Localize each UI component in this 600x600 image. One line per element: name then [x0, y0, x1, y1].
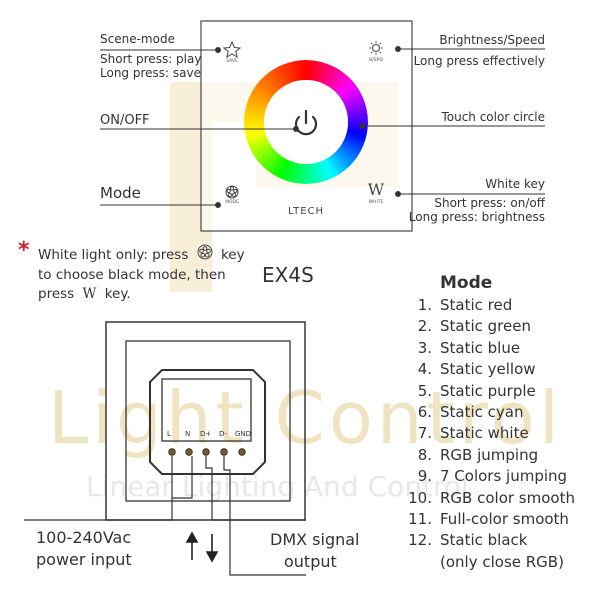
wall-box-inner [125, 340, 291, 502]
power-input-line2: power input [36, 550, 132, 569]
list-item-label: Static white [440, 424, 529, 443]
list-item: 10. RGB color smooth [402, 489, 575, 510]
star-icon[interactable] [222, 40, 242, 59]
watermark-line2: Linear Lighting And Control [86, 470, 469, 503]
terminal-inner-box [161, 378, 252, 442]
touch-circle-label: Touch color circle [441, 110, 545, 124]
list-item-label: Static cyan [440, 402, 524, 421]
list-item-num: 10. [408, 488, 432, 507]
terminal-module [149, 369, 266, 475]
on-off-label: ON/OFF [100, 113, 150, 128]
arrow-up-icon [185, 531, 199, 560]
list-item-num: 5. [417, 381, 432, 400]
list-item-label: 7 Colors jumping [440, 467, 568, 486]
power-icon[interactable] [294, 109, 318, 136]
scene-mode-line2: Long press: save [100, 66, 201, 80]
list-item: 2. Static green [402, 317, 575, 338]
list-item-label: Static red [440, 296, 513, 314]
list-item-num: 4. [417, 360, 432, 379]
list-item: 9. 7 Colors jumping [402, 467, 575, 488]
note-line2: to choose black mode, then [38, 267, 226, 283]
note-line3: press W key. [38, 285, 245, 304]
list-item-num: 1. [417, 296, 432, 314]
note-line1: White light only: press key [38, 244, 245, 266]
note-line3a: press [38, 286, 75, 302]
list-item-num: 3. [417, 338, 432, 357]
list-item: 8. RGB jumping [402, 446, 575, 467]
list-item: 4. Static yellow [402, 360, 575, 381]
list-item: 3. Static blue [402, 339, 575, 360]
sun-icon[interactable] [369, 41, 383, 55]
power-input-line1: 100-240Vac [36, 528, 132, 547]
wire-dminus [223, 456, 306, 576]
terminal-label-n: N [185, 430, 191, 438]
bspd-key-label: B/SPD [369, 58, 383, 63]
model-name: EX4S [262, 263, 314, 287]
terminal-screws [168, 448, 246, 456]
list-item: 1. Static red [402, 296, 575, 317]
white-key-label: WHITE [368, 200, 384, 205]
note-mode-icon [197, 244, 213, 266]
scene-mode-title: Scene-mode [100, 32, 175, 46]
list-item-num: 8. [417, 445, 432, 464]
terminal-label-dplus: D+ [200, 430, 212, 438]
list-item-sub-label: (only close RGB) [440, 552, 564, 571]
list-item-num: 2. [417, 317, 432, 336]
white-key-line1: Short press: on/off [434, 196, 545, 210]
list-item-num: 12. [408, 531, 432, 550]
terminal-labels: L N D+ D- GND [162, 430, 262, 442]
dmx-output-line2: output [284, 552, 337, 571]
list-item: 12. Static black [402, 531, 575, 552]
list-item: 11. Full-color smooth [402, 510, 575, 531]
list-item-label: Static blue [440, 338, 521, 357]
brightness-line1: Long press effectively [413, 54, 545, 68]
mode-list-title: Mode [440, 273, 493, 293]
list-item-label: Static purple [440, 381, 536, 400]
terminal-label-dminus: D- [219, 430, 227, 438]
white-key-title: White key [485, 177, 545, 191]
white-key-line2: Long press: brightness [408, 210, 545, 224]
mode-callout-label: Mode [100, 184, 141, 202]
list-item-label: Static black [440, 531, 528, 550]
note-line3b: key. [104, 286, 131, 302]
terminal-label-gnd: GND [235, 430, 252, 438]
list-item-num: 9. [417, 467, 432, 486]
save-key-label: SAVE [226, 59, 238, 64]
list-item-label: RGB color smooth [440, 488, 575, 507]
white-key-letter[interactable]: W [367, 180, 385, 199]
list-item-label: Static yellow [440, 360, 536, 379]
dmx-output-line1: DMX signal [270, 530, 360, 549]
mode-icon[interactable] [225, 185, 239, 199]
list-item-label: RGB jumping [440, 445, 539, 464]
arrow-down-icon [205, 534, 219, 563]
wire-dplus [205, 456, 306, 521]
list-item-label: Full-color smooth [440, 509, 569, 528]
note-line1b: key [220, 247, 245, 263]
mode-list: 1. Static red 2. Static green 3. Static blu… [402, 296, 575, 574]
list-item-sub: (only close RGB) [402, 553, 575, 574]
note-block: White light only: press key to choose bl… [38, 244, 245, 304]
scene-mode-line1: Short press: play [100, 52, 202, 66]
note-w-key: W [82, 286, 97, 302]
terminal-label-l: L [167, 430, 171, 438]
list-item-num: 11. [408, 509, 432, 528]
list-item-num: 6. [417, 402, 432, 421]
wire-l [171, 456, 193, 499]
watermark-line1: Light Control [48, 376, 563, 460]
note-asterisk: * [18, 238, 30, 263]
list-item: 5. Static purple [402, 382, 575, 403]
panel-brand: LTECH [287, 206, 325, 217]
note-line1a: White light only: press [38, 247, 189, 263]
list-item-num: 7. [417, 424, 432, 443]
list-item-label: Static green [440, 317, 531, 336]
wall-box-outer [105, 321, 306, 521]
list-item: 6. Static cyan [402, 403, 575, 424]
list-item: 7. Static white [402, 424, 575, 445]
mode-key-label: MODE [225, 200, 239, 205]
brightness-title: Brightness/Speed [439, 33, 545, 47]
